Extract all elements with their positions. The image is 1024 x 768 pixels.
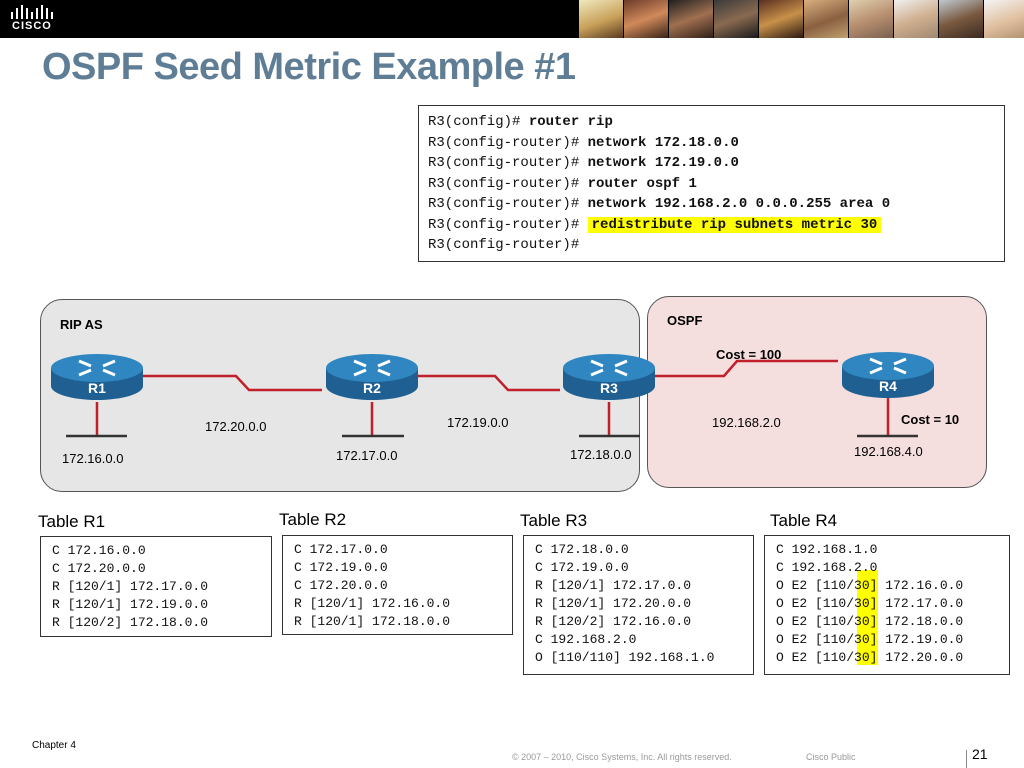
- table-r4-title: Table R4: [770, 511, 838, 530]
- link-r2-r3: [412, 374, 560, 392]
- table-r1: C 172.16.0.0 C 172.20.0.0 R [120/1] 172.…: [40, 536, 272, 637]
- table-row: C 172.16.0.0: [52, 543, 146, 558]
- table-row: R [120/1] 172.17.0.0: [535, 578, 692, 593]
- network-label: 192.168.2.0: [712, 415, 781, 430]
- router-label: R1: [88, 380, 106, 396]
- config-line-highlighted: R3(config-router)# redistribute rip subn…: [428, 215, 1004, 236]
- router-icon: [326, 354, 418, 400]
- ospf-area-label: OSPF: [667, 313, 703, 328]
- link-r1-r2: [142, 374, 322, 392]
- logo-text: CISCO: [12, 20, 52, 32]
- router-icon: [563, 354, 655, 400]
- router-r3: R3: [561, 352, 657, 402]
- photo-image: [669, 0, 713, 38]
- photo-strip: [578, 0, 1024, 38]
- photo-image: [984, 0, 1024, 38]
- cost-label: Cost = 10: [901, 412, 960, 427]
- table-r2: C 172.17.0.0 C 172.19.0.0 C 172.20.0.0 R…: [282, 535, 513, 635]
- table-row: O E2 [110/30] 172.18.0.0: [776, 614, 964, 629]
- cisco-bars-icon: [11, 5, 53, 19]
- photo-image: [939, 0, 983, 38]
- network-label: 192.168.4.0: [854, 444, 923, 459]
- metric-highlight: [857, 570, 878, 665]
- table-r3: C 172.18.0.0 C 172.19.0.0 R [120/1] 172.…: [523, 535, 754, 675]
- photo-image: [624, 0, 668, 38]
- table-row: R [120/1] 172.20.0.0: [535, 596, 692, 611]
- table-r2-title: Table R2: [279, 510, 347, 529]
- table-row: R [120/1] 172.16.0.0: [294, 596, 451, 611]
- link-r3-r4: [652, 359, 838, 378]
- rip-area-label: RIP AS: [60, 317, 103, 332]
- photo-image: [849, 0, 893, 38]
- config-line: R3(config-router)# router ospf 1: [428, 175, 697, 192]
- table-row: O [110/110] 192.168.1.0: [535, 650, 715, 665]
- table-row: C 172.19.0.0: [294, 560, 388, 575]
- network-label: 172.16.0.0: [62, 451, 124, 466]
- table-row: C 172.20.0.0: [52, 561, 146, 576]
- router-r4: R4: [840, 350, 936, 400]
- footer-public: Cisco Public: [806, 752, 856, 762]
- config-line: R3(config)# router rip: [428, 114, 613, 130]
- router-label: R3: [600, 380, 618, 396]
- footer-divider: [966, 750, 967, 768]
- table-row: C 172.18.0.0: [535, 542, 629, 557]
- table-row: C 192.168.1.0: [776, 542, 878, 557]
- table-row: R [120/1] 172.18.0.0: [294, 614, 451, 629]
- config-line: R3(config-router)# network 172.18.0.0: [428, 134, 739, 151]
- table-row: C 172.17.0.0: [294, 542, 388, 557]
- table-row: C 172.20.0.0: [294, 578, 388, 593]
- config-line: R3(config-router)# network 172.19.0.0: [428, 155, 739, 171]
- network-label: 172.19.0.0: [447, 415, 509, 430]
- table-row: C 192.168.2.0: [776, 560, 878, 575]
- table-r1-title: Table R1: [38, 512, 106, 531]
- table-row: R [120/2] 172.18.0.0: [52, 615, 209, 630]
- network-label: 172.20.0.0: [205, 419, 267, 434]
- router-icon: [51, 354, 143, 400]
- table-row: O E2 [110/30] 172.20.0.0: [776, 650, 964, 665]
- page-number: 21: [972, 746, 988, 762]
- router-r2: R2: [324, 352, 420, 402]
- photo-image: [894, 0, 938, 38]
- table-row: O E2 [110/30] 172.19.0.0: [776, 632, 964, 647]
- network-label: 172.17.0.0: [336, 448, 398, 463]
- table-row: O E2 [110/30] 172.17.0.0: [776, 596, 964, 611]
- table-row: C 192.168.2.0: [535, 632, 637, 647]
- router-label: R2: [363, 380, 381, 396]
- table-row: O E2 [110/30] 172.16.0.0: [776, 578, 964, 593]
- footer-chapter: Chapter 4: [32, 740, 76, 751]
- photo-image: [579, 0, 623, 38]
- table-r3-title: Table R3: [520, 511, 588, 530]
- config-line: R3(config-router)# network 192.168.2.0 0…: [428, 196, 891, 212]
- photo-image: [804, 0, 848, 38]
- router-r1: R1: [49, 352, 145, 402]
- router-label: R4: [879, 378, 897, 394]
- photo-image: [759, 0, 803, 38]
- slide-title: OSPF Seed Metric Example #1: [42, 46, 576, 88]
- cost-label: Cost = 100: [716, 347, 782, 362]
- config-box: R3(config)# router rip R3(config-router)…: [418, 105, 1005, 262]
- config-line: R3(config-router)#: [428, 237, 580, 253]
- footer-copyright: © 2007 – 2010, Cisco Systems, Inc. All r…: [512, 752, 732, 762]
- table-row: C 172.19.0.0: [535, 560, 629, 575]
- table-row: R [120/1] 172.17.0.0: [52, 579, 209, 594]
- router-icon: [842, 352, 934, 398]
- table-r4: C 192.168.1.0 C 192.168.2.0 O E2 [110/30…: [764, 535, 1010, 675]
- table-row: R [120/1] 172.19.0.0: [52, 597, 209, 612]
- network-label: 172.18.0.0: [570, 447, 632, 462]
- table-row: R [120/2] 172.16.0.0: [535, 614, 692, 629]
- header-bar: CISCO: [0, 0, 1024, 38]
- ospf-area: [647, 296, 987, 488]
- photo-image: [714, 0, 758, 38]
- cisco-logo: CISCO: [4, 3, 60, 35]
